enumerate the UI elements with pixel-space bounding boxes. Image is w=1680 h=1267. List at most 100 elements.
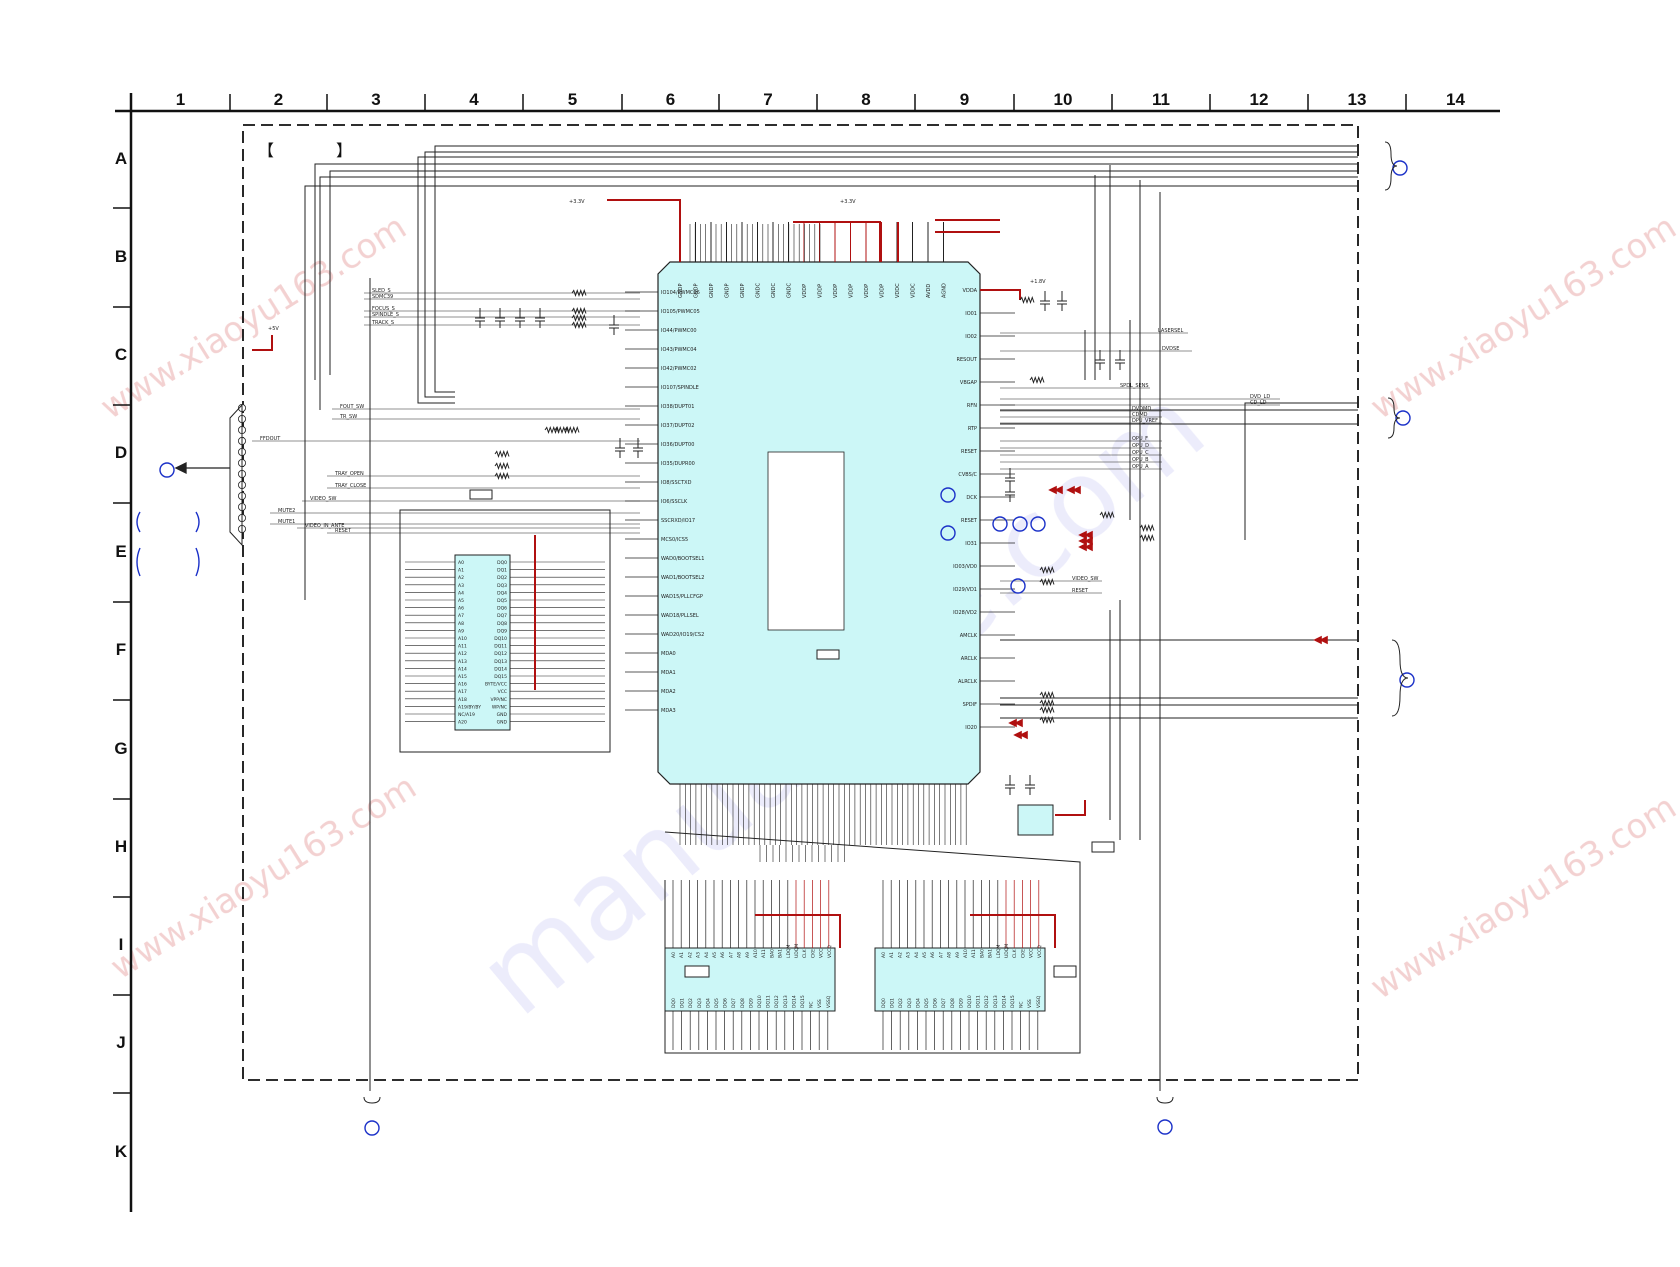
column-label: 8 xyxy=(861,90,871,109)
pin-label: GNDC xyxy=(771,283,777,298)
row-label: A xyxy=(114,148,128,168)
column-ticks xyxy=(229,94,1407,111)
row-label: C xyxy=(114,345,128,364)
pin-label: DQ14 xyxy=(494,666,507,672)
pin-label: VDDP xyxy=(818,284,824,298)
pin-label: RESOUT xyxy=(957,357,978,363)
pin-label: A4 xyxy=(704,952,710,958)
signal-label: FOCUS_S xyxy=(372,306,395,312)
pin-label: DQ7 xyxy=(731,998,737,1008)
pin-label: A13 xyxy=(458,659,467,665)
pin-label: IO38/DUPT01 xyxy=(661,404,694,410)
pin-label: VDDA xyxy=(963,288,978,294)
pin-label: A7 xyxy=(938,952,944,958)
signal-label: SDMC39 xyxy=(372,294,393,300)
pin-label: A9 xyxy=(745,952,751,958)
pin-label: DQ4 xyxy=(705,998,711,1008)
pin-label: MCS0/ICS5 xyxy=(661,537,688,543)
pin-label: IO01 xyxy=(965,311,977,317)
pin-label: DQ1 xyxy=(497,568,507,574)
pin-label: DQ0 xyxy=(671,998,677,1008)
pin-label: IO8/SSCTXD xyxy=(661,480,692,486)
flash-ic-outline xyxy=(399,509,611,753)
column-label: 6 xyxy=(665,90,676,109)
pin-label: DQ5 xyxy=(714,998,720,1008)
pin-label: DQ7 xyxy=(941,998,947,1008)
row-ticks xyxy=(113,207,131,1094)
column-label: 7 xyxy=(763,90,773,109)
signal-label: DVDSE xyxy=(1162,346,1179,352)
pin-label: A8 xyxy=(458,621,464,627)
pin-label: GND xyxy=(497,712,508,718)
pin-label: RFN xyxy=(967,403,977,409)
pin-label: NC/A19 xyxy=(458,712,475,718)
pin-label: DQ1 xyxy=(680,998,686,1008)
pin-label: BA1 xyxy=(988,949,994,958)
pin-label: A5 xyxy=(922,952,928,958)
pin-label: IO29/VD1 xyxy=(953,587,977,593)
pin-label: GNDP xyxy=(694,284,700,298)
pin-label: DQ11 xyxy=(766,995,772,1008)
pin-label: A18 xyxy=(458,697,467,703)
pin-label: A1 xyxy=(679,952,685,958)
pin-label: IO43/PWMC04 xyxy=(661,347,697,353)
flash-ic-body xyxy=(454,554,511,731)
pin-label: A15 xyxy=(458,674,467,680)
svg-text:www.xiaoyu163.com: www.xiaoyu163.com xyxy=(104,767,424,988)
row-label: B xyxy=(114,246,128,266)
pin-label: DQ14 xyxy=(791,995,797,1008)
pin-label: ALRCLK xyxy=(958,679,978,685)
connector-marker xyxy=(364,1120,380,1136)
pin-label: DQ12 xyxy=(984,995,990,1008)
pin-label: A4 xyxy=(458,590,464,596)
pin-label: AVDD xyxy=(926,284,932,298)
signal-label: TRAY_OPEN xyxy=(334,471,364,477)
pin-label: A9 xyxy=(955,952,961,958)
pin-label: GND xyxy=(497,720,508,726)
pin-label: GNDP xyxy=(740,284,746,298)
pin-label: IO20 xyxy=(965,725,977,731)
pin-label: IO36/DUPT00 xyxy=(661,442,694,448)
pin-label: A3 xyxy=(696,952,702,958)
pin-label: GNDP xyxy=(709,284,715,298)
pin-label: VCC xyxy=(1029,949,1035,958)
column-label: 2 xyxy=(273,90,284,109)
signal-label: TRACK_S xyxy=(371,320,394,326)
pin-label: A0 xyxy=(458,560,464,566)
pin-label: IO44/PWMC00 xyxy=(661,328,697,334)
signal-label: OPU_F xyxy=(1132,436,1148,442)
pin-label: MDA0 xyxy=(661,651,676,657)
signal-label: LASERSEL xyxy=(1158,328,1183,334)
pin-label: DCK xyxy=(966,495,977,501)
pin-label: DQ5 xyxy=(497,598,507,604)
memory-ic-left xyxy=(664,947,836,1012)
column-label: 9 xyxy=(959,90,970,109)
pin-label: A6 xyxy=(930,952,936,958)
pin-label: GNDC xyxy=(787,283,793,298)
signal-label: VIDEO_SW xyxy=(310,496,337,502)
pin-label: DQ11 xyxy=(976,995,982,1008)
column-label: 11 xyxy=(1152,90,1170,109)
signal-label: FOUT_SW xyxy=(340,404,364,410)
signal-label: VIDEO_IN_ANTE xyxy=(305,523,344,529)
pin-label: A3 xyxy=(906,952,912,958)
pin-label: DQ8 xyxy=(497,621,507,627)
column-label: 3 xyxy=(371,90,381,109)
pin-label: DQ10 xyxy=(967,995,973,1008)
pin-label: A6 xyxy=(720,952,726,958)
pin-label: DQ9 xyxy=(958,998,964,1008)
label-badge xyxy=(816,649,840,660)
pin-label: DQ15 xyxy=(1010,995,1016,1008)
pin-label: A7 xyxy=(458,613,464,619)
signal-label: FFDOUT xyxy=(260,436,281,442)
flash-ic-right-pins: DQ0DQ1DQ2DQ3DQ4DQ5DQ6DQ7DQ8DQ9DQ10DQ11DQ… xyxy=(485,560,605,726)
pin-label: BYTE/VCC xyxy=(485,682,507,688)
pin-label: DQ6 xyxy=(933,998,939,1008)
pin-label: IO02 xyxy=(965,334,977,340)
pin-label: IO107/SPINDLE xyxy=(661,385,699,391)
connector-marker xyxy=(940,487,956,503)
connector-marker xyxy=(1392,160,1408,176)
supply-label: +3.3V xyxy=(840,199,856,205)
